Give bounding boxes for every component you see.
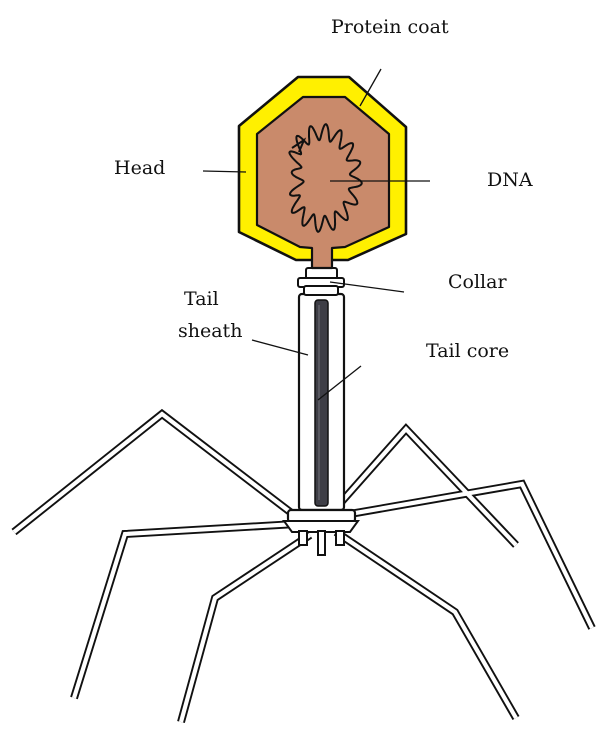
tail-pins bbox=[299, 531, 344, 555]
label-dna: DNA bbox=[487, 169, 533, 191]
label-protein-coat: Protein coat bbox=[331, 16, 449, 38]
label-sheath: sheath bbox=[178, 320, 242, 342]
label-tail: Tail bbox=[184, 288, 219, 310]
tail-fiber-middle-left bbox=[74, 524, 296, 698]
tail-fiber-lower-right bbox=[336, 532, 516, 718]
tail-fiber-lower-left bbox=[181, 535, 310, 722]
label-head: Head bbox=[114, 157, 165, 179]
base-plate bbox=[284, 510, 358, 532]
tail-core bbox=[315, 300, 328, 506]
tail-fiber-upper-left bbox=[14, 414, 298, 532]
label-collar: Collar bbox=[448, 271, 507, 293]
label-tail-core: Tail core bbox=[426, 340, 509, 362]
collar bbox=[298, 268, 344, 295]
